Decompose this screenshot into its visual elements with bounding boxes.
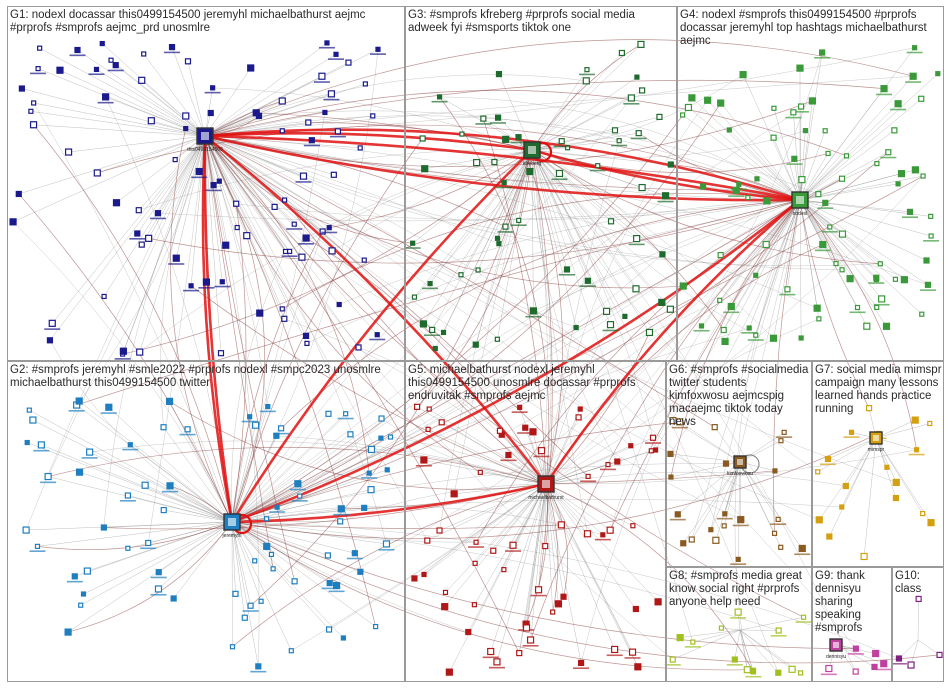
group-panel-g1 bbox=[7, 6, 405, 361]
group-panel-g4 bbox=[677, 6, 944, 361]
group-label-g2: G2: #smprofs jeremyhl #smle2022 #prprofs… bbox=[10, 364, 400, 390]
group-panel-g3 bbox=[405, 6, 677, 361]
group-label-g10: G10: class bbox=[895, 570, 943, 596]
group-label-g6: G6: #smprofs #socialmedia twitter studen… bbox=[669, 364, 809, 429]
group-panel-g5 bbox=[405, 361, 666, 682]
group-label-g7: G7: social media mimspr campaign many le… bbox=[815, 364, 943, 416]
group-panel-g2 bbox=[7, 361, 405, 682]
group-label-g5: G5: michaelbathurst nodexl jeremyhl this… bbox=[408, 364, 662, 403]
group-label-g9: G9: thank dennisyu sharing speaking #smp… bbox=[815, 570, 887, 635]
group-label-g4: G4: nodexl #smprofs this0499154500 #prpr… bbox=[680, 9, 940, 48]
group-label-g8: G8: #smprofs media great know social rig… bbox=[669, 570, 810, 609]
group-label-g3: G3: #smprofs kfreberg #prprofs social me… bbox=[408, 9, 670, 35]
group-label-g1: G1: nodexl docassar this0499154500 jerem… bbox=[10, 9, 400, 35]
